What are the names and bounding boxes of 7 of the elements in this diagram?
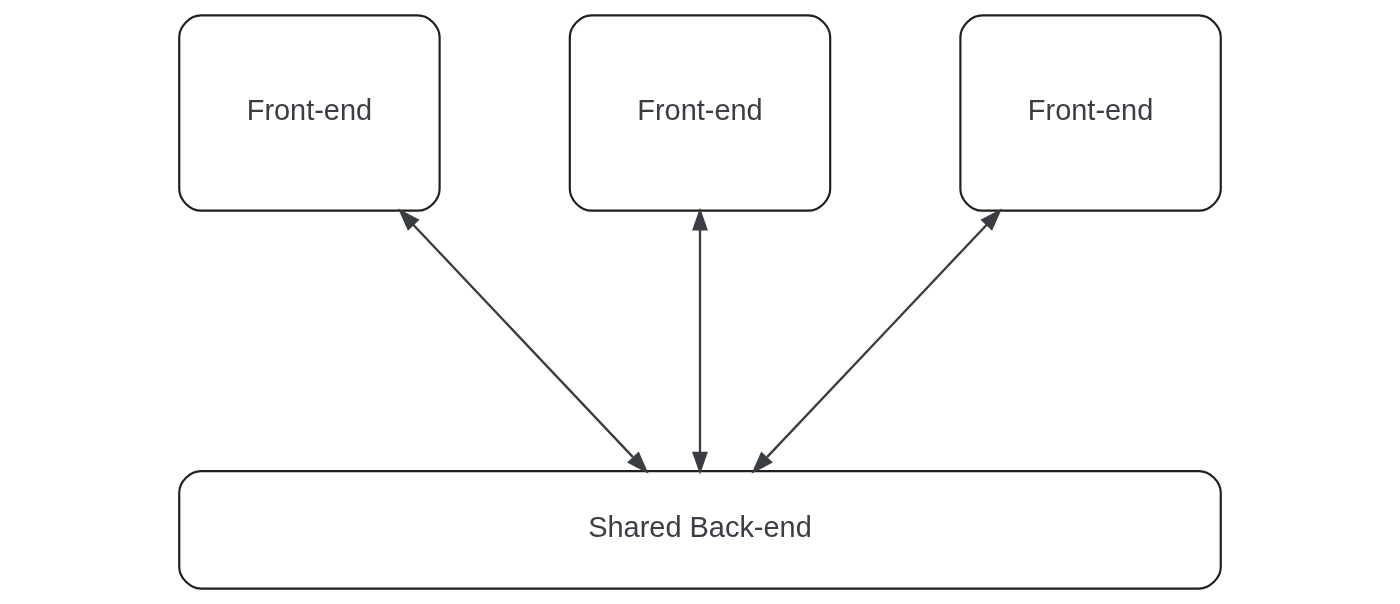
node-box: Front-end: [568, 14, 832, 212]
arrow: [751, 208, 1002, 474]
node-box: Front-end: [959, 14, 1222, 212]
node-box: Front-end: [178, 14, 441, 212]
arrow: [692, 207, 708, 475]
arrow: [398, 208, 649, 474]
node-box: Shared Back-end: [178, 470, 1222, 590]
